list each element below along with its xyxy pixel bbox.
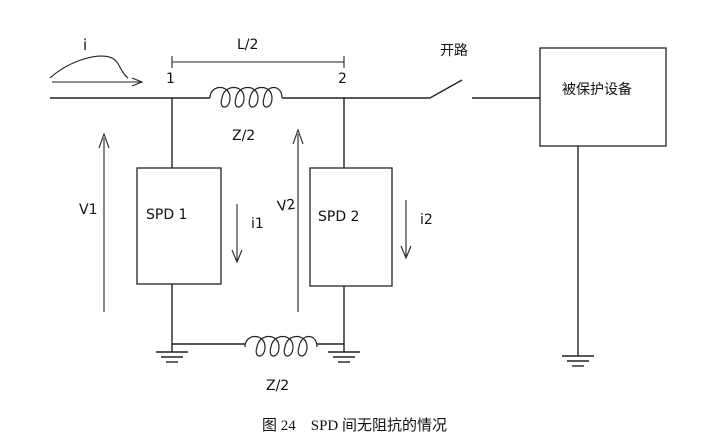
protected-equipment-box — [539, 47, 667, 147]
v1-arrow-icon — [98, 132, 110, 312]
v2-arrow-icon — [292, 128, 304, 312]
spd2-box — [309, 167, 393, 287]
i1-label: i1 — [251, 216, 264, 232]
open-switch-icon — [429, 79, 463, 99]
protected-equipment-label: 被保护设备 — [562, 81, 632, 98]
open-circuit-label: 开路 — [440, 43, 468, 59]
ground-symbol-icon — [562, 355, 594, 367]
ground-symbol-icon — [156, 344, 188, 363]
i2-label: i2 — [420, 212, 433, 228]
v2-label: V2 — [276, 197, 297, 215]
impedance-bottom-label: Z/2 — [266, 378, 289, 394]
i1-arrow-icon — [231, 204, 243, 264]
v1-label: V1 — [79, 202, 97, 218]
figure-caption: 图 24 SPD 间无阻抗的情况 — [262, 417, 447, 434]
impedance-top-label: Z/2 — [232, 128, 255, 144]
i2-arrow-icon — [400, 200, 412, 260]
spd1-box — [136, 167, 222, 285]
spd2-label: SPD 2 — [318, 209, 359, 225]
inductor-coil-icon — [209, 86, 283, 108]
node-1-label: 1 — [166, 71, 175, 87]
inductor-coil-icon — [244, 335, 318, 357]
surge-wave-icon — [49, 55, 144, 87]
length-dimension — [171, 56, 345, 68]
node-2-label: 2 — [338, 71, 347, 87]
spd1-label: SPD 1 — [146, 207, 187, 223]
length-label: L/2 — [237, 37, 258, 53]
ground-symbol-icon — [328, 344, 360, 363]
current-i-label: i — [83, 36, 87, 54]
